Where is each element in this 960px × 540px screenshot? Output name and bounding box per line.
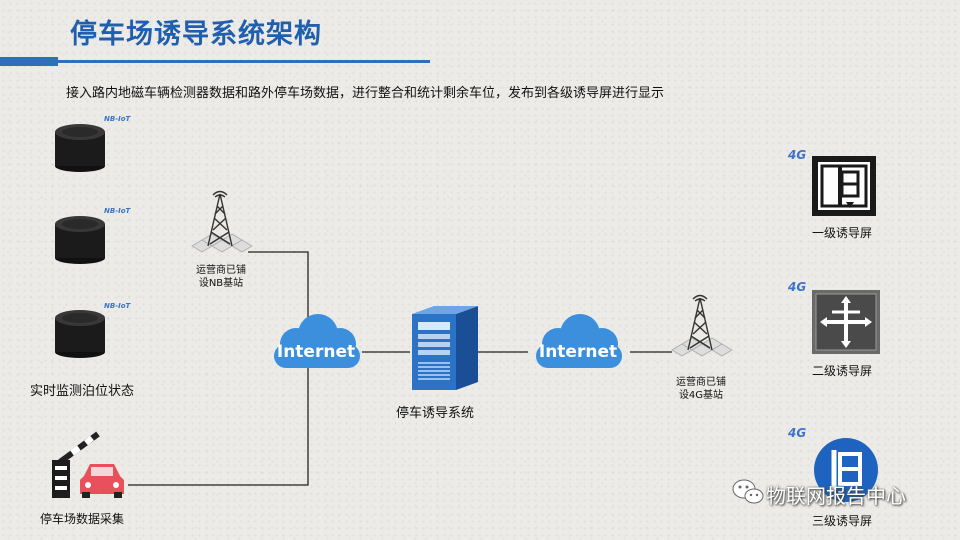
watermark-text: 物联网报告中心 (766, 484, 906, 508)
level2-screen-icon (812, 290, 880, 354)
level1-screen-label: 一级诱导屏 (812, 226, 873, 240)
cloud-icon (536, 314, 622, 368)
line-barrier-to-cloud (128, 352, 309, 486)
title-underline (0, 60, 430, 63)
wechat-icon (732, 479, 764, 504)
nb-station-label: 运营商已铺 设NB基站 (196, 265, 246, 289)
barrier-gate-icon (52, 431, 124, 498)
detector-2 (52, 210, 108, 270)
level3-screen-label: 三级诱导屏 (812, 514, 873, 528)
page-title: 停车场诱导系统架构 (70, 19, 322, 50)
level2-screen-label: 二级诱导屏 (812, 364, 873, 378)
nb-iot-tag-2: NB-IoT (104, 207, 131, 215)
level1-screen-icon (812, 156, 876, 216)
detector-3 (52, 304, 108, 364)
cloud-right-label: Internet (538, 342, 618, 362)
subtitle: 接入路内地磁车辆检测器数据和路外停车场数据，进行整合和统计剩余车位，发布到各级诱… (66, 86, 665, 101)
geomagnetic-detector-icon (55, 124, 105, 172)
server-icon (412, 306, 478, 390)
detector-1 (52, 118, 108, 178)
4g-station-label: 运营商已铺 设4G基站 (676, 377, 726, 401)
cloud-left-label: Internet (276, 342, 356, 362)
geomagnetic-detector-icon (55, 216, 105, 264)
nb-iot-tag-3: NB-IoT (104, 302, 131, 310)
cloud-icon (274, 314, 360, 368)
nb-iot-tag-1: NB-IoT (104, 115, 131, 123)
nb-tower-icon (191, 190, 253, 253)
detectors-label: 实时监测泊位状态 (30, 384, 135, 399)
server-label: 停车诱导系统 (396, 406, 475, 421)
barrier-label: 停车场数据采集 (40, 512, 125, 526)
4g-tag-3: 4G (788, 426, 807, 440)
level3-screen-icon (814, 438, 878, 502)
4g-tower-icon (671, 294, 733, 357)
4g-tag-1: 4G (788, 148, 807, 162)
4g-tag-2: 4G (788, 280, 807, 294)
title-accent-bar (0, 57, 58, 66)
geomagnetic-detector-icon (55, 310, 105, 358)
